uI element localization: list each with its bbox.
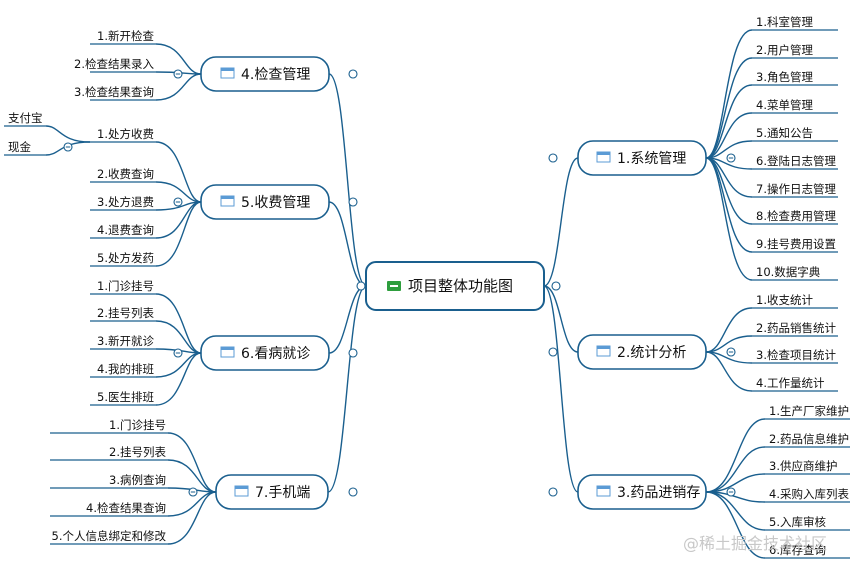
leaf-underlines: [4, 29, 850, 559]
leaf-label[interactable]: 3.角色管理: [756, 70, 813, 84]
root-knob-left[interactable]: [356, 281, 366, 291]
sub-leaf-label[interactable]: 支付宝: [8, 111, 43, 125]
sub-leaf-label[interactable]: 现金: [8, 140, 31, 154]
leaf-collapse-knob[interactable]: [726, 153, 736, 163]
branch-knob[interactable]: [348, 348, 358, 358]
leaf-collapse-knob[interactable]: [173, 69, 183, 79]
leaf-collapse-knob[interactable]: [188, 487, 198, 497]
table-icon: [596, 485, 611, 497]
leaf-label[interactable]: 3.新开就诊: [97, 334, 154, 348]
branch-label: 6.看病就诊: [241, 346, 310, 362]
leaf-label[interactable]: 7.操作日志管理: [756, 182, 836, 196]
leaf-label[interactable]: 2.挂号列表: [109, 445, 166, 459]
root-node[interactable]: 项目整体功能图: [365, 261, 545, 311]
leaf-label[interactable]: 4.工作量统计: [756, 376, 825, 390]
branch-box: [200, 335, 330, 371]
branch-statistics[interactable]: 2.统计分析: [577, 334, 707, 370]
root-box: [365, 261, 545, 311]
leaf-label[interactable]: 2.用户管理: [756, 43, 813, 57]
branch-exam-management[interactable]: 4.检查管理: [200, 56, 330, 92]
leaf-label[interactable]: 5.通知公告: [756, 126, 813, 140]
leaf-label[interactable]: 6.登陆日志管理: [756, 154, 836, 168]
branch-label: 4.检查管理: [241, 67, 310, 83]
leaf-label[interactable]: 2.检查结果录入: [74, 57, 154, 71]
table-icon: [220, 67, 235, 79]
leaf-label[interactable]: 3.病例查询: [109, 473, 166, 487]
leaf-label[interactable]: 8.检查费用管理: [756, 209, 836, 223]
leaf-label[interactable]: 9.挂号费用设置: [756, 237, 836, 251]
leaf-label[interactable]: 2.挂号列表: [97, 306, 154, 320]
branch-knob[interactable]: [348, 69, 358, 79]
branch-knob[interactable]: [548, 153, 558, 163]
leaf-label[interactable]: 4.退费查询: [97, 223, 154, 237]
branch-knob[interactable]: [548, 347, 558, 357]
leaf-label[interactable]: 2.药品信息维护: [769, 432, 849, 446]
branch-label: 2.统计分析: [617, 345, 686, 361]
leaf-nodes: 1.科室管理 2.用户管理 3.角色管理 4.菜单管理 5.通知公告 6.登陆日志管理 7.…: [8, 15, 849, 557]
table-icon: [596, 151, 611, 163]
leaf-collapse-knob[interactable]: [726, 487, 736, 497]
sub-collapse-knob[interactable]: [63, 142, 73, 152]
leaf-label[interactable]: 1.门诊挂号: [109, 418, 166, 432]
leaf-label[interactable]: 1.科室管理: [756, 15, 813, 29]
branch-label: 7.手机端: [255, 485, 310, 501]
leaf-collapse-knob[interactable]: [173, 348, 183, 358]
branch-mobile[interactable]: 7.手机端: [215, 474, 329, 510]
branch-label: 1.系统管理: [617, 151, 686, 167]
branch-box: [577, 140, 707, 176]
branch-box: [577, 334, 707, 370]
branch-knob[interactable]: [548, 487, 558, 497]
leaf-label[interactable]: 1.生产厂家维护: [769, 404, 849, 418]
table-icon: [596, 345, 611, 357]
root-knob-right[interactable]: [551, 281, 561, 291]
leaf-label[interactable]: 5.个人信息绑定和修改: [52, 529, 167, 543]
leaf-label[interactable]: 3.检查项目统计: [756, 348, 836, 362]
leaf-label[interactable]: 5.医生排班: [97, 390, 154, 404]
root-icon: [387, 281, 401, 291]
leaf-label[interactable]: 5.入库审核: [769, 515, 826, 529]
leaf-collapse-knob[interactable]: [173, 197, 183, 207]
leaf-label[interactable]: 1.处方收费: [97, 127, 154, 141]
table-icon: [220, 195, 235, 207]
branch-box: [577, 474, 707, 510]
branch-billing-management[interactable]: 5.收费管理: [200, 184, 330, 220]
branch-consultation[interactable]: 6.看病就诊: [200, 335, 330, 371]
leaf-label[interactable]: 1.新开检查: [97, 29, 154, 43]
branch-box: [200, 184, 330, 220]
leaf-label[interactable]: 4.我的排班: [97, 362, 154, 376]
table-icon: [234, 485, 249, 497]
leaf-label[interactable]: 4.采购入库列表: [769, 487, 849, 501]
leaf-label[interactable]: 4.菜单管理: [756, 98, 813, 112]
branch-box: [200, 56, 330, 92]
collapse-knobs: [63, 69, 736, 497]
watermark: @稀土掘金技术社区: [683, 534, 827, 553]
branch-box: [215, 474, 329, 510]
leaf-collapse-knob[interactable]: [726, 347, 736, 357]
leaf-label[interactable]: 1.收支统计: [756, 293, 813, 307]
table-icon: [220, 346, 235, 358]
branch-drug-inventory[interactable]: 3.药品进销存: [577, 474, 707, 510]
branch-knob[interactable]: [348, 197, 358, 207]
leaf-label[interactable]: 3.处方退费: [97, 195, 154, 209]
leaf-label[interactable]: 10.数据字典: [756, 265, 821, 279]
leaf-label[interactable]: 1.门诊挂号: [97, 279, 154, 293]
leaf-label[interactable]: 6.库存查询: [769, 543, 826, 557]
branch-knob[interactable]: [348, 487, 358, 497]
leaf-label[interactable]: 5.处方发药: [97, 251, 154, 265]
branch-label: 3.药品进销存: [617, 485, 700, 501]
leaf-label[interactable]: 3.检查结果查询: [74, 85, 154, 99]
root-label: 项目整体功能图: [408, 277, 513, 295]
branch-label: 5.收费管理: [241, 195, 310, 211]
branch-system-management[interactable]: 1.系统管理: [577, 140, 707, 176]
leaf-label[interactable]: 3.供应商维护: [769, 459, 837, 473]
leaf-label[interactable]: 2.收费查询: [97, 167, 154, 181]
leaf-label[interactable]: 4.检查结果查询: [86, 501, 166, 515]
leaf-label[interactable]: 2.药品销售统计: [756, 321, 836, 335]
